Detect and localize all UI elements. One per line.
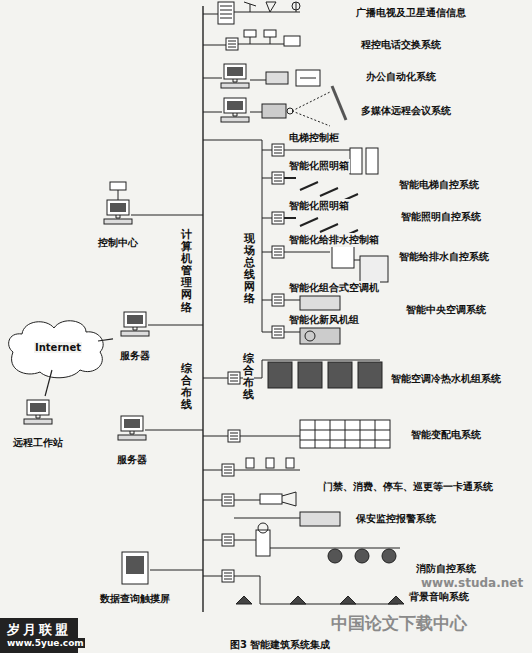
system-label: 消防自控系统 [415,562,477,576]
computer-station: 服务器 [113,308,157,363]
watermark: www.studa.net [420,576,524,590]
computer-station: 远程工作站 [8,396,68,450]
system-label: 电梯控制柜 [288,131,340,145]
node-label: 服务器 [119,349,151,363]
system-label: 多媒体远程会议系统 [360,104,452,118]
system-label: 智能化新风机组 [288,313,360,327]
watermark: 中国论文下载中心 [330,612,468,635]
network-label: 综合布线 [181,362,192,412]
system-label: 背景音响系统 [408,590,470,604]
computer-station: 控制中心 [93,196,143,250]
system-label: 智能电梯自控系统 [398,178,480,192]
system-label: 办公自动化系统 [365,70,437,84]
network-label: 计算机管理网络 [181,228,192,315]
node-label: 控制中心 [97,236,139,250]
system-label: 门禁、消费、停车、巡更等一卡通系统 [322,480,494,494]
system-label: 智能化照明箱 [288,159,350,173]
system-label: 智能中央空调系统 [405,303,487,317]
network-link [98,339,113,341]
node-label: 服务器 [116,453,148,467]
system-label: 智能变配电系统 [410,428,482,442]
computer-station: 数据查询触摸屏 [96,550,174,606]
internet-cloud: Internet [18,324,98,370]
node-label: 远程工作站 [12,436,64,450]
figure-caption: 图3 智能建筑系统集成 [230,638,330,652]
system-label: 广播电视及卫星通信信息 [355,6,467,20]
system-label: 智能给排水自控系统 [398,250,490,264]
system-label: 保安监控报警系统 [355,512,437,526]
node-label: Internet [34,342,82,353]
watermark: 岁月联盟 [6,621,72,639]
network-link [45,370,52,396]
network-label: 现场总线网络 [244,232,255,307]
system-label: 智能化组合式空调机 [288,281,380,295]
system-label: 程控电话交换系统 [360,38,442,52]
system-label: 智能化照明箱 [288,199,350,213]
node-label: 数据查询触摸屏 [99,592,171,606]
system-label: 智能照明自控系统 [400,210,482,224]
computer-station: 服务器 [110,412,154,467]
system-label: 智能化给排水控制箱 [288,233,380,247]
system-label: 智能空调冷热水机组系统 [390,372,502,386]
watermark: www.5yue.com [6,638,85,648]
network-label: 综合布线 [243,352,254,402]
